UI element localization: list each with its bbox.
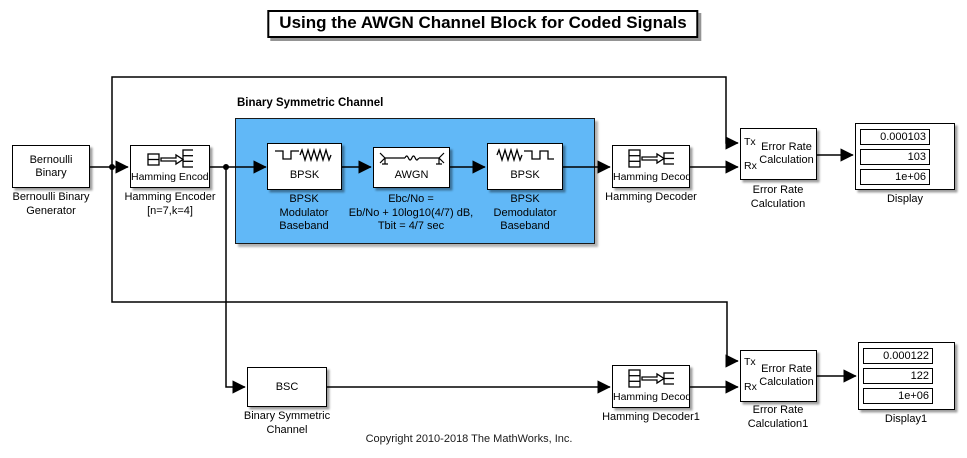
wire-source-to-tx1[interactable] — [111, 167, 739, 368]
caption-bernoulli: Bernoulli Binary Generator — [12, 191, 90, 217]
hamming-decoder-icon — [628, 149, 674, 168]
block-error-rate-calculation[interactable]: Tx Rx Error Rate Calculation — [740, 128, 817, 180]
bpsk-modulator-icon — [274, 147, 332, 163]
display-value-1: 0.000103 — [860, 129, 930, 145]
bpsk-demodulator-icon — [496, 147, 554, 163]
block-display[interactable]: 0.000103 103 1e+06 — [855, 123, 955, 190]
caption-error-rate: Error Rate Calculation — [750, 184, 806, 210]
caption-display: Display — [886, 193, 924, 205]
block-bsc[interactable]: BSC — [247, 367, 327, 407]
display1-value-1: 0.000122 — [863, 348, 933, 364]
tx1-port-label: Tx — [744, 356, 756, 368]
bsc-label: BSC — [275, 380, 299, 393]
caption-awgn: Ebc/No = Eb/No + 10log10(4/7) dB, Tbit =… — [348, 193, 474, 232]
hamming-encoder-label: Hamming Encoder — [131, 171, 209, 183]
bpsk-demodulator-label: BPSK — [510, 169, 540, 181]
caption-error-rate1: Error Rate Calculation1 — [747, 404, 809, 430]
hamming-decoder1-icon — [628, 369, 674, 388]
caption-bpsk-modulator: BPSK Modulator Baseband — [279, 193, 329, 232]
awgn-channel-icon — [379, 152, 444, 165]
copyright-text: Copyright 2010-2018 The MathWorks, Inc. — [365, 433, 573, 445]
block-display1[interactable]: 0.000122 122 1e+06 — [858, 342, 955, 410]
block-hamming-encoder[interactable]: Hamming Encoder — [130, 145, 210, 188]
display1-value-3: 1e+06 — [863, 388, 933, 404]
block-hamming-decoder[interactable]: Hamming Decoder — [612, 145, 690, 188]
bernoulli-label: Bernoulli Binary — [29, 153, 73, 179]
block-bpsk-modulator[interactable]: BPSK — [267, 143, 342, 190]
block-awgn[interactable]: AWGN — [373, 147, 450, 188]
wire-source-to-tx[interactable] — [111, 76, 739, 167]
display1-value-2: 122 — [863, 368, 933, 384]
model-title: Using the AWGN Channel Block for Coded S… — [267, 10, 699, 38]
rx1-port-label: Rx — [744, 381, 757, 393]
branch-dot-encoded — [223, 164, 229, 170]
wire-encoder-to-bsc[interactable] — [225, 167, 246, 394]
caption-display1: Display1 — [884, 413, 928, 425]
hamming-encoder-icon — [147, 149, 193, 168]
branch-dot-source — [109, 164, 115, 170]
awgn-label: AWGN — [394, 169, 429, 181]
caption-hamming-decoder1: Hamming Decoder1 — [602, 411, 700, 423]
caption-hamming-decoder: Hamming Decoder — [605, 191, 697, 203]
display-value-2: 103 — [860, 149, 930, 165]
block-bernoulli-binary[interactable]: Bernoulli Binary — [12, 145, 90, 188]
hamming-decoder1-label: Hamming Decoder — [613, 391, 689, 403]
bpsk-modulator-label: BPSK — [289, 169, 320, 181]
bsc-area-label: Binary Symmetric Channel — [237, 97, 384, 109]
hamming-decoder-label: Hamming Decoder — [613, 171, 689, 183]
rx-port-label: Rx — [744, 160, 757, 172]
block-error-rate-calculation1[interactable]: Tx Rx Error Rate Calculation — [740, 350, 817, 402]
error-rate1-label: Error Rate Calculation — [759, 363, 814, 388]
caption-bpsk-demodulator: BPSK Demodulator Baseband — [493, 193, 557, 232]
display-value-3: 1e+06 — [860, 169, 930, 185]
error-rate-label: Error Rate Calculation — [759, 141, 814, 166]
caption-hamming-encoder: Hamming Encoder [n=7,k=4] — [124, 191, 216, 217]
caption-bsc: Binary Symmetric Channel — [243, 410, 331, 436]
block-bpsk-demodulator[interactable]: BPSK — [487, 143, 563, 190]
block-hamming-decoder1[interactable]: Hamming Decoder — [612, 365, 690, 408]
tx-port-label: Tx — [744, 136, 756, 148]
